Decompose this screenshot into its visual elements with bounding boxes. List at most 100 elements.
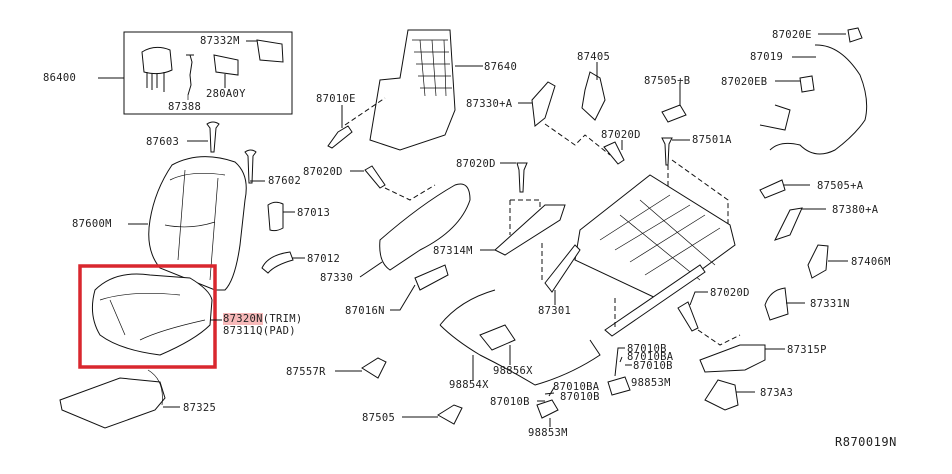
cover-87013-part: [267, 201, 284, 232]
part-label-87557r[interactable]: 87557R: [286, 366, 326, 378]
part-label-87640[interactable]: 87640: [484, 61, 518, 73]
part-label-87405[interactable]: 87405: [577, 51, 611, 63]
guide-87602-part: [244, 149, 257, 184]
part-label-87331n[interactable]: 87331N: [810, 298, 850, 310]
leader-87330: [359, 261, 383, 278]
clip-87020e-part: [847, 27, 863, 43]
part-label-87020d-c[interactable]: 87020D: [601, 129, 641, 141]
headrest-part: [141, 46, 173, 75]
part-label-87315p[interactable]: 87315P: [787, 344, 827, 356]
guide-87603-part: [206, 121, 220, 153]
part-label-87010b-b[interactable]: 87010B: [560, 391, 600, 403]
part-label-87603[interactable]: 87603: [146, 136, 180, 148]
part-label-87505b[interactable]: 87505+B: [644, 75, 691, 87]
part-label-87330a[interactable]: 87330+A: [466, 98, 513, 110]
part-label-873a3[interactable]: 873A3: [760, 387, 794, 399]
module-98856x-part: [479, 324, 516, 351]
side-cover-87330-part: [379, 183, 471, 271]
part-label-86400[interactable]: 86400: [43, 72, 77, 84]
bolt-87020d-b-part: [516, 162, 528, 193]
part-label-87019[interactable]: 87019: [750, 51, 784, 63]
part-number-87320n: 87320N: [223, 313, 263, 325]
seat-cushion-seams: [99, 293, 206, 341]
headrest-kit-box: [123, 31, 293, 115]
part-label-87380a[interactable]: 87380+A: [832, 204, 879, 216]
leader-87016n: [390, 284, 416, 311]
part-label-87330[interactable]: 87330: [320, 272, 354, 284]
part-label-87505[interactable]: 87505: [362, 412, 396, 424]
part-label-87020d-a[interactable]: 87020D: [303, 166, 343, 178]
part-label-87325[interactable]: 87325: [183, 402, 217, 414]
part-label-98853m-b[interactable]: 98853M: [631, 377, 671, 389]
cover-87331n-part: [764, 287, 789, 321]
part-label-87020d-b[interactable]: 87020D: [456, 158, 496, 170]
part-label-87013[interactable]: 87013: [297, 207, 331, 219]
part-label-87311q[interactable]: 87311Q(PAD): [223, 325, 296, 337]
part-label-98856x[interactable]: 98856X: [493, 365, 533, 377]
cover-87315p-part: [699, 344, 766, 373]
harness-98854x-branch: [439, 289, 496, 326]
harness-98854x-part: [439, 324, 601, 386]
diagram-reference-code: R870019N: [835, 435, 897, 449]
part-label-280a0y[interactable]: 280A0Y: [206, 88, 246, 100]
part-label-87314m[interactable]: 87314M: [433, 245, 473, 257]
part-label-87501a[interactable]: 87501A: [692, 134, 732, 146]
bracket-87405-part: [581, 71, 606, 121]
part-label-87010ba-a[interactable]: 87010BA: [553, 381, 600, 393]
part-label-87010b-a[interactable]: 87010B: [490, 396, 530, 408]
cover-87012-part: [261, 251, 294, 274]
motor-98853m-b-part: [607, 376, 631, 396]
rail-87314m-part: [494, 204, 566, 256]
cover-87330a-part: [531, 81, 556, 127]
part-suffix-pad: (PAD): [262, 325, 296, 337]
dash-87315p: [697, 329, 741, 346]
dash-87010e: [344, 97, 386, 126]
bolt-87501a-part: [661, 137, 673, 166]
leaders-87010-right: [614, 347, 632, 377]
bolt-87020d-d-part: [677, 301, 699, 332]
connector-87505-part: [437, 404, 463, 425]
part-label-87388[interactable]: 87388: [168, 101, 202, 113]
part-label-87010b-c[interactable]: 87010B: [627, 343, 667, 355]
part-label-98854x[interactable]: 98854X: [449, 379, 489, 391]
part-suffix-trim: (TRIM): [262, 313, 303, 325]
part-label-87406m[interactable]: 87406M: [851, 256, 891, 268]
seat-back-87600m-part: [148, 156, 247, 291]
part-label-87010ba-b[interactable]: 87010BA: [627, 351, 674, 363]
motor-98853m-a-part: [536, 399, 559, 419]
part-label-87020d-d[interactable]: 87020D: [710, 287, 750, 299]
dash-87330: [384, 184, 436, 201]
dash-frame: [541, 243, 616, 330]
part-label-87012[interactable]: 87012: [307, 253, 341, 265]
part-label-87602[interactable]: 87602: [268, 175, 302, 187]
seat-frame-detail: [599, 194, 721, 281]
part-label-87010b-d[interactable]: 87010B: [633, 360, 673, 372]
part-label-87020eb[interactable]: 87020EB: [721, 76, 768, 88]
part-label-98853m-a[interactable]: 98853M: [528, 427, 568, 439]
back-board-grid: [412, 39, 452, 97]
headrest-guide-part: [186, 54, 194, 96]
bolt-87020d-a-part: [364, 165, 386, 189]
module-280a0y-part: [213, 54, 239, 76]
part-label-87600m[interactable]: 87600M: [72, 218, 112, 230]
seat-back-seams: [164, 169, 226, 281]
part-label-87505a[interactable]: 87505+A: [817, 180, 864, 192]
connector-87505b-part: [661, 104, 687, 123]
part-label-87020e[interactable]: 87020E: [772, 29, 812, 41]
part-label-87016n[interactable]: 87016N: [345, 305, 385, 317]
seat-frame-87301-part: [574, 174, 736, 301]
part-number-87311q: 87311Q: [223, 325, 263, 337]
part-label-87320n[interactable]: 87320N(TRIM): [223, 313, 302, 325]
bolt-87010e-part: [327, 125, 353, 149]
highlight-box: [78, 264, 217, 369]
part-label-87010e[interactable]: 87010E: [316, 93, 356, 105]
harness-87019-part: [759, 44, 868, 155]
connector-87557r-part: [361, 357, 387, 379]
rail-left-part: [544, 244, 581, 293]
part-label-87332m[interactable]: 87332M: [200, 35, 240, 47]
cover-87406m-part: [807, 244, 829, 279]
monitor-87332m-part: [256, 39, 284, 63]
leaders-87010-lower: [537, 385, 556, 402]
part-label-87301[interactable]: 87301: [538, 305, 572, 317]
